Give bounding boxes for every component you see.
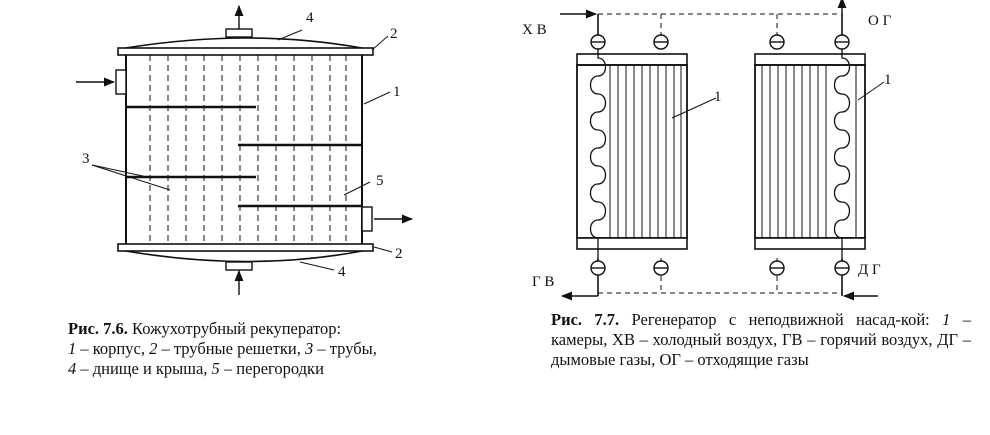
label-2-top: 2 (390, 26, 398, 42)
flow-coil-right (833, 50, 851, 258)
valves-bottom (590, 260, 850, 276)
top-nozzle (225, 28, 253, 38)
label-4-top: 4 (306, 10, 314, 26)
label-2-bottom: 2 (395, 246, 403, 262)
chamber-left (576, 50, 688, 258)
label-exhaust-gas: О Г (868, 13, 892, 29)
caption-fig-7-7-body: – камеры, ХВ – холодный воздух, ГВ – гор… (551, 310, 972, 369)
caption-fig-7-6: Рис. 7.6. Кожухотрубный рекуператор: 1 –… (68, 319, 468, 379)
label-flue-gas: Д Г (858, 262, 881, 278)
caption-item-number: 1 (68, 339, 77, 358)
bottom-nozzle (225, 261, 253, 271)
caption-item-text: – днище и крыша, (76, 359, 212, 378)
caption-item-text: – перегородки (219, 359, 324, 378)
caption-item-text: – трубы, (313, 339, 377, 358)
tubes (149, 55, 347, 244)
label-4-bottom: 4 (338, 264, 346, 280)
label-5-baffles: 5 (376, 173, 384, 189)
label-chamber-left: 1 (714, 89, 722, 105)
recuperator-labels: 4 2 1 3 5 2 4 (82, 10, 403, 280)
regenerator-labels: Х В О Г Г В Д Г 1 1 (522, 13, 892, 290)
chamber-right (754, 50, 866, 258)
caption-item-number: 2 (149, 339, 158, 358)
label-3-tubes: 3 (82, 151, 90, 167)
caption-item-number: 1 (942, 310, 951, 329)
caption-item-number: 3 (305, 339, 314, 358)
bottom-head (125, 250, 363, 263)
top-tube-sheet (117, 47, 374, 56)
bottom-tube-sheet (117, 243, 374, 252)
regenerator-diagram (560, 0, 885, 301)
leader-lines (91, 29, 393, 271)
label-1-shell: 1 (393, 84, 401, 100)
caption-fig-7-7-title: Регенератор с неподвижной насад-кой: (619, 310, 943, 329)
label-hot-air: Г В (532, 274, 554, 290)
right-side-nozzle (361, 206, 373, 232)
label-cold-air: Х В (522, 22, 547, 38)
caption-fig-7-7-number: Рис. 7.7. (551, 310, 620, 329)
caption-item-number: 5 (211, 359, 220, 378)
left-side-nozzle (115, 69, 127, 95)
label-chamber-right: 1 (884, 72, 892, 88)
baffles (126, 105, 362, 208)
caption-item-text: – корпус, (76, 339, 150, 358)
caption-item-text: – трубные решетки, (157, 339, 305, 358)
valves-top (590, 34, 850, 50)
recuperator-diagram (76, 4, 414, 295)
caption-fig-7-7: Рис. 7.7. Регенератор с неподвижной наса… (551, 310, 971, 370)
caption-fig-7-6-title: Кожухотрубный рекуператор: (127, 319, 342, 338)
top-head (125, 37, 363, 49)
flow-coil-left (589, 50, 607, 258)
caption-fig-7-6-number: Рис. 7.6. (68, 319, 128, 338)
caption-item-number: 4 (68, 359, 77, 378)
